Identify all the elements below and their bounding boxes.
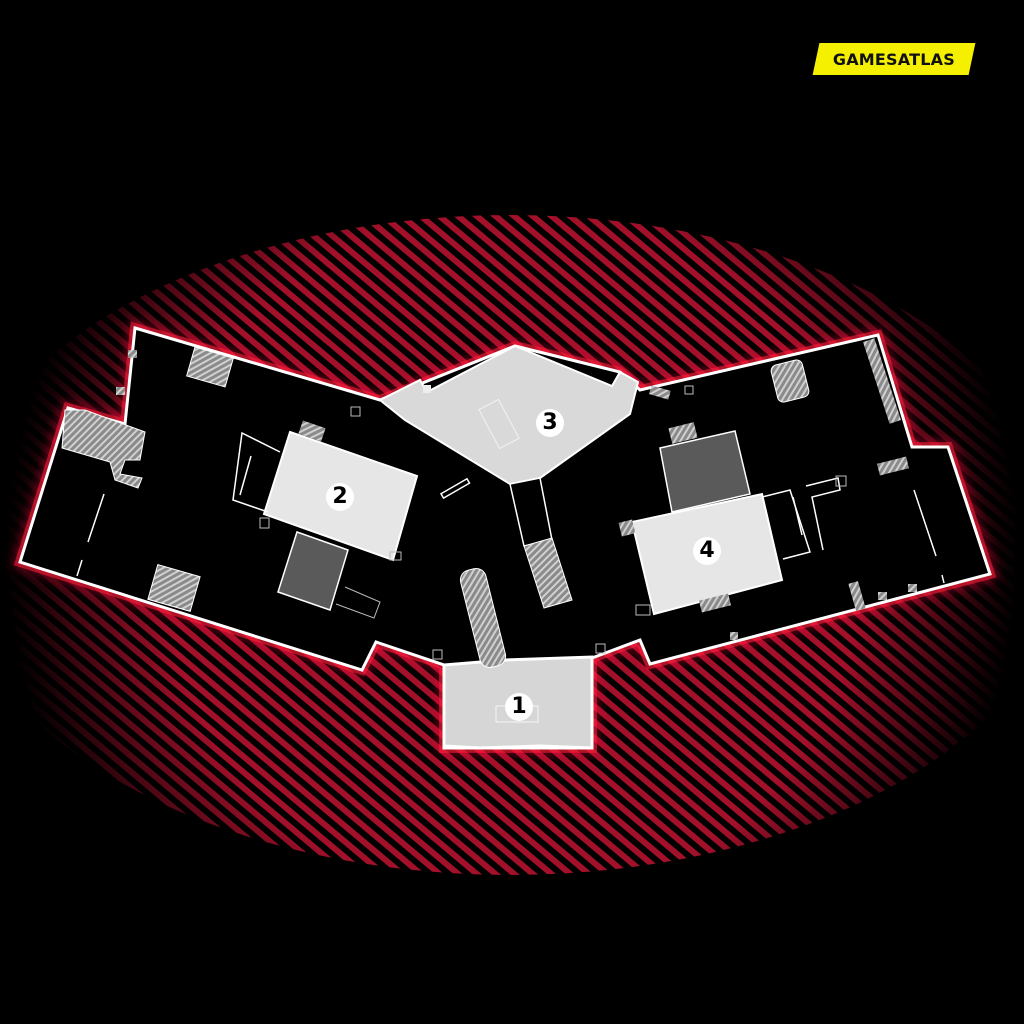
room-3-table bbox=[478, 398, 520, 450]
right-wing-details bbox=[649, 338, 945, 640]
room-2-box-b bbox=[389, 551, 402, 561]
room-3-label[interactable]: 3 bbox=[536, 409, 564, 437]
room-4-desk-outline bbox=[761, 489, 811, 560]
room-2-hatch-top bbox=[298, 420, 326, 442]
room-4-cabinet bbox=[805, 477, 841, 551]
room-1-label[interactable]: 1 bbox=[505, 693, 533, 721]
logo-text: GAMESATLAS bbox=[832, 49, 956, 69]
room-3-small-box bbox=[423, 385, 431, 393]
left-wing-details bbox=[61, 346, 361, 612]
room-4-dark-object bbox=[659, 430, 751, 513]
room-2-bench bbox=[335, 586, 381, 619]
room-2-box-a bbox=[259, 517, 270, 529]
corridor-box-a bbox=[432, 649, 443, 660]
room-4-box-a bbox=[835, 475, 847, 487]
room-2-wall-line bbox=[239, 455, 252, 496]
room-4-hatch-bottom bbox=[698, 593, 732, 613]
corridor-hatch-block bbox=[523, 537, 573, 609]
room-4-wall-line bbox=[792, 496, 803, 536]
room-2-desk-outline bbox=[232, 431, 281, 513]
room-4-hatch-left bbox=[618, 519, 636, 537]
room-2-dark-object bbox=[277, 531, 349, 611]
gamesatlas-logo: GAMESATLAS bbox=[812, 43, 976, 75]
room-4-label[interactable]: 4 bbox=[693, 537, 721, 565]
room-4-box-b bbox=[635, 604, 651, 616]
room-2-label[interactable]: 2 bbox=[326, 483, 354, 511]
corridor-box-b bbox=[595, 643, 606, 654]
room-4-hatch-top bbox=[668, 422, 698, 444]
corridor-hatch-bar bbox=[459, 567, 507, 669]
corridor-small-bar bbox=[439, 477, 471, 500]
